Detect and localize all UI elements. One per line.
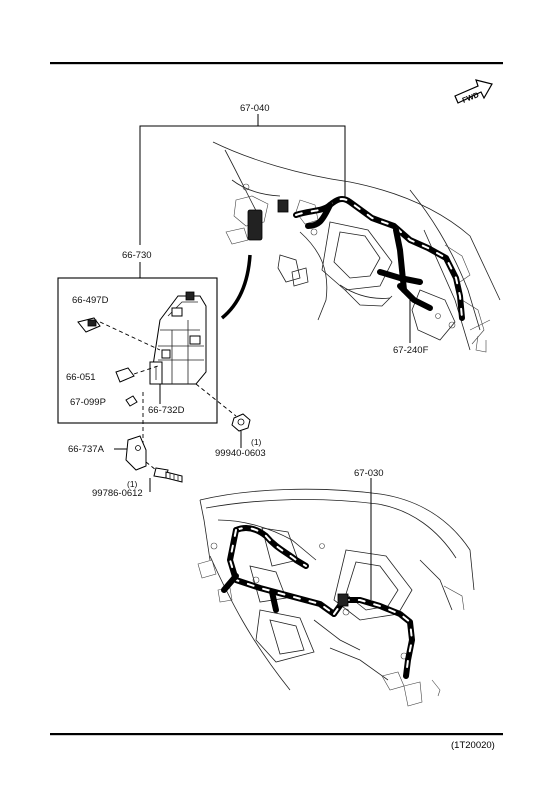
fuse-block-66-732d	[149, 291, 207, 385]
upper-dashboard-outline	[212, 141, 501, 353]
label-66-051: 66-051	[66, 372, 96, 383]
fuse-block-callout-box	[57, 277, 218, 424]
connector-66-497d-icon	[77, 317, 101, 333]
relay-66-051-icon	[115, 367, 135, 383]
harness-67-040	[293, 196, 465, 321]
label-66-730: 66-730	[122, 250, 152, 261]
label-99940-0603: 99940-0603	[215, 448, 266, 459]
label-67-030: 67-030	[354, 468, 384, 479]
curved-harness-link	[220, 254, 252, 320]
bracket-66-737a-icon	[125, 435, 147, 471]
harness-67-030	[221, 525, 415, 679]
nut-99940-0603-icon	[231, 413, 251, 432]
label-66-737a: 66-737A	[68, 444, 105, 455]
label-67-240f: 67-240F	[393, 345, 429, 356]
label-67-099p: 67-099P	[70, 397, 106, 408]
connector-block-mid	[277, 199, 289, 213]
connector-block-lower	[337, 593, 349, 607]
label-qty-1a: (1)	[251, 437, 262, 447]
bracket-67-040	[139, 114, 346, 205]
label-66-497d: 66-497D	[72, 295, 109, 306]
bolt-99786-0612-icon	[153, 467, 183, 483]
figure-code: (1T20020)	[451, 740, 495, 751]
top-rule	[50, 62, 503, 65]
label-qty-1b: (1)	[127, 479, 138, 489]
bottom-rule	[50, 733, 503, 736]
label-66-732d: 66-732D	[148, 405, 185, 416]
fwd-arrow-icon: FWD	[454, 79, 493, 105]
lower-dashboard-outline	[197, 488, 475, 707]
label-99786-0612: 99786-0612	[92, 488, 143, 499]
label-67-040: 67-040	[240, 103, 270, 114]
fuse-67-099p-icon	[125, 395, 138, 407]
connector-block-left	[247, 209, 263, 241]
